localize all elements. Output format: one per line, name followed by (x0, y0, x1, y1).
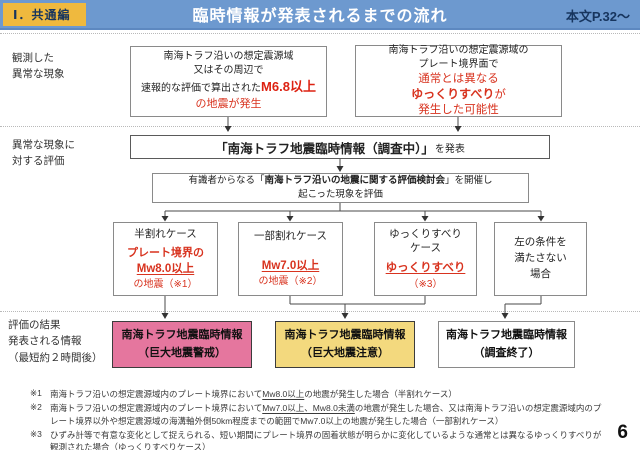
council-name: 南海トラフ沿いの地震に関する評価検討会 (264, 174, 445, 186)
footnote-2: ※2 南海トラフ沿いの想定震源域内のプレート境界においてMw7.0以上、Mw8.… (30, 402, 608, 427)
row-label-result: 評価の結果 発表される情報 （最短約２時間後） (8, 319, 103, 364)
box-case-half-rupture: 半割れケース プレート境界の Mw8.0以上 の地震（※1） (113, 222, 218, 296)
footnote-number: ※1 (30, 388, 42, 398)
case-title: 左の条件を 満たさない 場合 (514, 236, 567, 280)
case-condition-underlined: Mw8.0以上 (136, 262, 195, 275)
result-subtitle: （巨大地震注意） (301, 346, 389, 359)
footnote-number: ※3 (30, 428, 42, 439)
case-title: 一部割れケース (254, 230, 327, 243)
separator-top (0, 33, 640, 34)
case-condition-underlined: ゆっくりすべり (385, 262, 466, 275)
text-segment: が (494, 89, 506, 102)
case-title: ゆっくりすべり ケース (389, 227, 462, 255)
merge-connector (289, 296, 426, 319)
text-segment: 南海トラフ沿いの想定震源域内のプレート境界において (50, 403, 263, 414)
separator-bottom (0, 311, 640, 312)
case-condition-underlined: Mw7.0以上 (261, 260, 320, 273)
box-case-partial-rupture: 一部割れケース Mw7.0以上 の地震（※2） (238, 222, 343, 296)
text-line: プレート境界面で (418, 59, 499, 71)
underlined-segment: Mw8.0以上 (262, 389, 305, 399)
case-note-ref: の地震（※1） (133, 278, 198, 290)
magnitude-emphasis: M6.8以上 (261, 79, 316, 95)
page-title: 臨時情報が発表されるまでの流れ (192, 8, 448, 25)
box-evaluation-council: 有識者からなる「南海トラフ沿いの地震に関する評価検討会」を開催し 起こった現象を… (152, 173, 529, 203)
result-subtitle: （巨大地震警戒） (138, 346, 226, 359)
header-bar: Ⅰ．共通編 臨時情報が発表されるまでの流れ 本文P.32～ (0, 0, 640, 30)
box-result-caution: 南海トラフ地震臨時情報 （巨大地震注意） (275, 321, 415, 368)
result-title: 南海トラフ地震臨時情報 (121, 329, 243, 342)
text-line: 有識者からなる「南海トラフ沿いの地震に関する評価検討会」を開催し (188, 174, 492, 188)
section-badge: Ⅰ．共通編 (3, 3, 87, 26)
case-title: 半割れケース (134, 227, 197, 240)
case-note-ref: の地震（※2） (258, 276, 323, 288)
underlined-segment: Mw7.0以上、Mw8.0未満 (262, 403, 355, 414)
footnote-3: ※3 ひずみ計等で有意な変化として捉えられる、短い期間にプレート境界の固着状態が… (30, 429, 608, 450)
result-subtitle: （調査終了） (473, 346, 540, 359)
box-announce-investigating: 「南海トラフ地震臨時情報（調査中）」 を発表 (130, 135, 550, 159)
text-line: 起こった現象を評価 (298, 189, 383, 200)
footnote-text: 南海トラフ沿いの想定震源域内のプレート境界においてMw8.0以上の地震が発生した… (50, 388, 608, 400)
text-line: の地震が発生 (195, 97, 262, 110)
box-result-end: 南海トラフ地震臨時情報 （調査終了） (438, 321, 575, 368)
box-result-alert: 南海トラフ地震臨時情報 （巨大地震警戒） (112, 321, 252, 368)
slowslip-emphasis: ゆっくりすべり (411, 87, 495, 102)
text-segment: 」を開催し (445, 174, 493, 186)
text-line: 発生した可能性 (418, 103, 499, 116)
page-number: 6 (617, 422, 628, 443)
separator-middle (0, 126, 640, 127)
case-note-ref: （※3） (408, 278, 443, 290)
text-segment: 南海トラフ沿いの想定震源域内のプレート境界において (50, 389, 263, 399)
arrow-down-icon (454, 117, 462, 132)
box-earthquake-trigger: 南海トラフ沿いの想定震源域 又はその周辺で 速報的な評価で算出されたM6.8以上… (130, 46, 327, 117)
row-label-evaluation: 異常な現象に 対する評価 (12, 139, 75, 168)
branch-connector (161, 203, 545, 222)
case-condition: プレート境界の (127, 246, 204, 259)
text-segment: の地震が発生した場合、又は南海トラフ沿いの想定震源域内のプレート境界以外や想定震… (50, 403, 602, 426)
footnote-text: ひずみ計等で有意な変化として捉えられる、短い期間にプレート境界の固着状態が明らか… (50, 429, 602, 450)
announcement-suffix: を発表 (434, 143, 465, 155)
footnotes: ※1 南海トラフ沿いの想定震源域内のプレート境界においてMw8.0以上の地震が発… (30, 388, 608, 450)
text-segment: 有識者からなる「 (188, 174, 265, 186)
box-slowslip-trigger: 南海トラフ沿いの想定震源域の プレート境界面で 通常とは異なる ゆっくりすべりが… (355, 45, 562, 117)
result-title: 南海トラフ地震臨時情報 (446, 329, 567, 342)
text-line: 南海トラフ沿いの想定震源域の (388, 45, 529, 57)
row-label-observed: 観測した 異常な現象 (12, 52, 65, 81)
footnote-number: ※2 (30, 402, 42, 413)
text-line: 南海トラフ沿いの想定震源域 (163, 51, 294, 63)
page-reference: 本文P.32～ (565, 9, 630, 24)
footnote-text: 南海トラフ沿いの想定震源域内のプレート境界においてMw7.0以上、Mw8.0未満… (50, 402, 608, 427)
arrow-down-icon (224, 117, 232, 132)
box-case-no-condition: 左の条件を 満たさない 場合 (494, 222, 587, 296)
text-line: 又はその周辺で (193, 65, 264, 77)
text-line: ゆっくりすべりが (411, 87, 506, 103)
arrow-down-icon (336, 159, 344, 172)
arrow-down-icon (161, 296, 169, 319)
footnote-1: ※1 南海トラフ沿いの想定震源域内のプレート境界においてMw8.0以上の地震が発… (30, 388, 608, 400)
box-case-slowslip: ゆっくりすべり ケース ゆっくりすべり （※3） (374, 222, 477, 296)
elbow-connector (501, 296, 542, 319)
text-line: 速報的な評価で算出されたM6.8以上 (141, 78, 316, 96)
announcement-title: 「南海トラフ地震臨時情報（調査中）」 (215, 141, 434, 156)
result-title: 南海トラフ地震臨時情報 (284, 329, 406, 342)
text-segment: の地震が発生した場合（半割れケース） (304, 389, 457, 399)
text-segment: 速報的な評価で算出された (141, 83, 262, 95)
text-line: 通常とは異なる (418, 73, 499, 86)
